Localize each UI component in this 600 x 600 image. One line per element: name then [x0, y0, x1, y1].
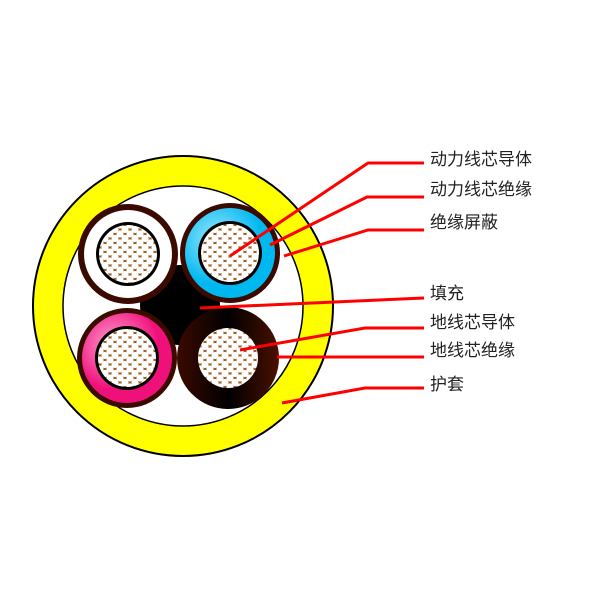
leader-line-insulation-shield — [283, 228, 424, 258]
leader-line-filler — [199, 296, 425, 310]
core-blue — [180, 203, 280, 303]
label-ground-core-insulation: 地线芯绝缘 — [430, 341, 515, 361]
leader-line-ground-conductor — [239, 326, 424, 352]
label-insulation-shield: 绝缘屏蔽 — [430, 213, 498, 233]
leader-lines — [199, 161, 425, 405]
label-power-core-conductor: 动力线芯导体 — [430, 150, 532, 170]
core-brown — [177, 307, 279, 409]
label-ground-core-conductor: 地线芯导体 — [430, 313, 515, 333]
label-filler: 填充 — [430, 284, 464, 304]
core-white — [78, 204, 178, 304]
leader-line-power-insulation — [269, 195, 424, 247]
leader-line-power-conductor — [229, 161, 424, 258]
leader-line-sheath — [281, 386, 424, 405]
label-power-core-insulation: 动力线芯绝缘 — [430, 180, 532, 200]
label-sheath: 护套 — [430, 375, 464, 395]
core-pink — [77, 308, 177, 408]
